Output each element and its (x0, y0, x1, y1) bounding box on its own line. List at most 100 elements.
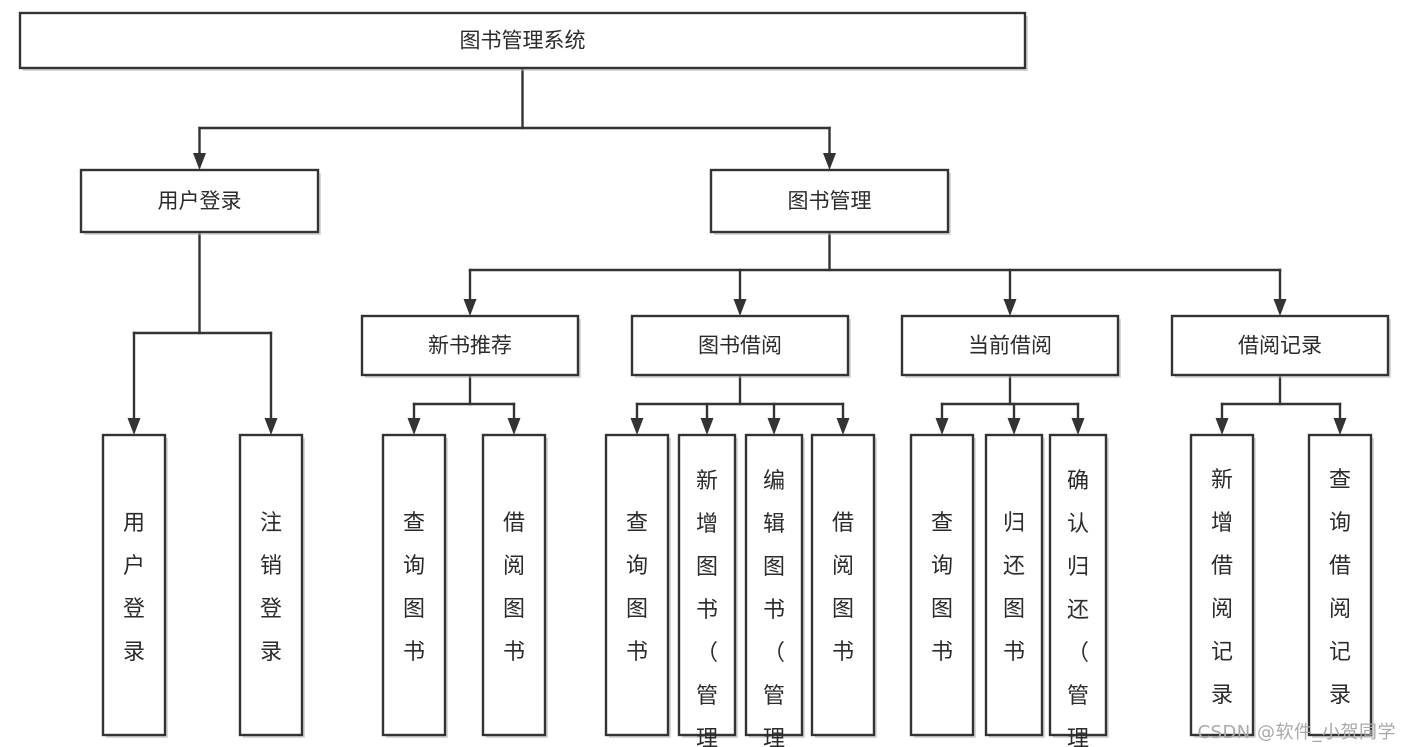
svg-text:注: 注 (260, 511, 282, 536)
svg-text:询: 询 (1329, 511, 1351, 536)
svg-text:查: 查 (626, 511, 648, 536)
svg-text:书: 书 (1003, 640, 1025, 665)
arrow-head-icon (935, 418, 949, 435)
arrow-head-icon (264, 418, 278, 435)
svg-text:登: 登 (260, 597, 282, 622)
svg-text:询: 询 (403, 554, 425, 579)
leaf-node-10-rect[interactable] (1048, 433, 1108, 737)
svg-text:认: 认 (1067, 512, 1089, 537)
svg-text:录: 录 (123, 640, 145, 665)
svg-text:记: 记 (1211, 640, 1233, 665)
svg-text:理: 理 (1067, 727, 1089, 747)
svg-text:理: 理 (763, 727, 785, 747)
svg-text:还: 还 (1003, 554, 1025, 579)
svg-text:确: 确 (1067, 469, 1089, 494)
svg-text:阅: 阅 (503, 554, 525, 579)
level3-node-label-3: 借阅记录 (1238, 334, 1322, 358)
leaf-node-12-rect[interactable] (1307, 433, 1373, 737)
connector-group (1215, 373, 1347, 435)
connector-layer (127, 66, 1347, 435)
leaf-node-5-rect[interactable] (677, 433, 737, 737)
leaf-node-0[interactable]: 用户登录 (101, 433, 168, 738)
svg-text:借: 借 (1329, 554, 1351, 579)
svg-text:书: 书 (931, 640, 953, 665)
level3-node-2-rect[interactable] (900, 314, 1120, 377)
leaf-node-3-rect[interactable] (481, 433, 547, 737)
leaf-node-1-rect[interactable] (238, 433, 304, 737)
node-layer: 图书管理系统用户登录图书管理新书推荐图书借阅当前借阅借阅记录用户登录注销登录查询… (18, 11, 1391, 747)
svg-text:管: 管 (696, 684, 718, 709)
level3-node-1-rect[interactable] (630, 314, 850, 377)
svg-text:新: 新 (696, 469, 718, 494)
root-node-label: 图书管理系统 (460, 29, 586, 53)
level3-node-3[interactable]: 借阅记录 (1170, 314, 1391, 378)
arrow-head-icon (1007, 418, 1021, 435)
level3-node-0[interactable]: 新书推荐 (360, 314, 581, 378)
svg-text:（: （ (696, 641, 718, 666)
connector-group (630, 373, 850, 435)
level3-node-label-0: 新书推荐 (428, 334, 512, 358)
leaf-node-4-rect[interactable] (604, 433, 670, 737)
svg-text:图: 图 (832, 597, 854, 622)
leaf-node-9-rect[interactable] (984, 433, 1044, 737)
leaf-node-7-rect[interactable] (810, 433, 876, 737)
level3-node-2[interactable]: 当前借阅 (900, 314, 1121, 378)
leaf-node-6-rect[interactable] (744, 433, 804, 737)
svg-text:新: 新 (1211, 468, 1233, 493)
arrow-head-icon (1215, 418, 1229, 435)
arrow-head-icon (1273, 299, 1287, 316)
svg-text:归: 归 (1003, 511, 1025, 536)
svg-text:（: （ (1067, 641, 1089, 666)
level3-node-label-1: 图书借阅 (698, 334, 782, 358)
arrow-head-icon (630, 418, 644, 435)
level2-node-1-rect[interactable] (709, 168, 950, 234)
arrow-head-icon (127, 418, 141, 435)
leaf-node-11-rect[interactable] (1189, 433, 1255, 737)
svg-text:书: 书 (626, 640, 648, 665)
level3-node-0-rect[interactable] (360, 314, 580, 377)
svg-text:借: 借 (503, 511, 525, 536)
connector-group (935, 373, 1085, 435)
level3-node-label-2: 当前借阅 (968, 334, 1052, 358)
root-node[interactable]: 图书管理系统 (18, 11, 1028, 71)
svg-text:书: 书 (503, 640, 525, 665)
svg-text:销: 销 (260, 554, 282, 579)
svg-text:辑: 辑 (763, 512, 785, 537)
svg-text:借: 借 (1211, 554, 1233, 579)
svg-text:借: 借 (832, 511, 854, 536)
level2-node-1[interactable]: 图书管理 (709, 168, 951, 235)
arrow-head-icon (733, 299, 747, 316)
svg-text:图: 图 (696, 555, 718, 580)
root-node-rect[interactable] (18, 11, 1027, 70)
level3-node-1[interactable]: 图书借阅 (630, 314, 851, 378)
level3-node-3-rect[interactable] (1170, 314, 1390, 377)
svg-text:查: 查 (403, 511, 425, 536)
level2-node-0[interactable]: 用户登录 (79, 168, 321, 235)
svg-text:阅: 阅 (1329, 597, 1351, 622)
leaf-node-0-rect[interactable] (101, 433, 167, 737)
svg-text:增: 增 (1211, 511, 1233, 536)
svg-text:阅: 阅 (1211, 597, 1233, 622)
leaf-node-8-rect[interactable] (909, 433, 975, 737)
svg-text:图: 图 (931, 597, 953, 622)
leaf-node-2-rect[interactable] (381, 433, 447, 737)
level2-node-0-rect[interactable] (79, 168, 320, 234)
svg-text:查: 查 (1329, 468, 1351, 493)
